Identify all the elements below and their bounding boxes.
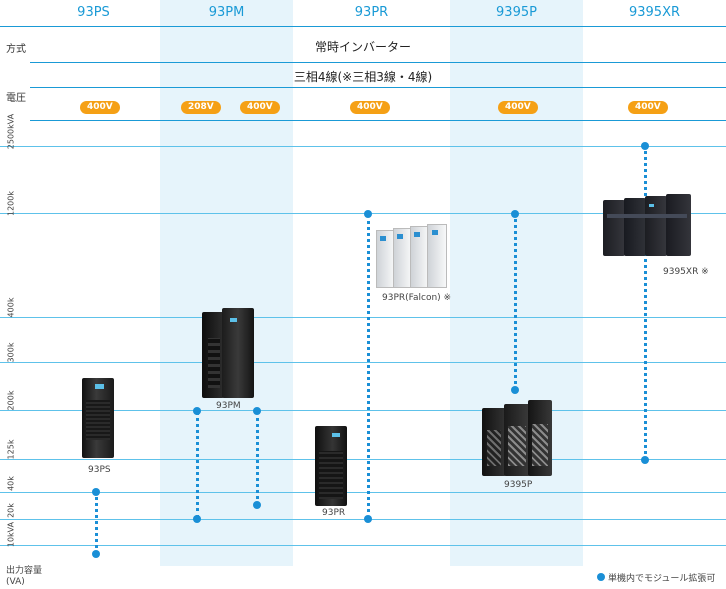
voltage-divider — [30, 120, 726, 121]
range-dot-93pm-400-bottom — [253, 501, 261, 509]
y-label-125k: 125k — [6, 439, 16, 460]
method-label: 方式 — [6, 44, 26, 55]
header-divider — [0, 26, 726, 27]
range-dot-93pr-top — [364, 210, 372, 218]
voltage-badge-93ps: 400V — [80, 101, 120, 114]
range-line-93ps — [94, 492, 98, 554]
range-line-93pr — [366, 214, 370, 519]
y-label-1200k: 1200k — [6, 191, 16, 216]
range-dot-93pm-400-top — [253, 407, 261, 415]
product-label-9395xr: 9395XR ※ — [663, 267, 709, 277]
column-header-9395xr: 9395XR — [628, 5, 681, 20]
y-label-10k: 10kVA — [6, 521, 16, 548]
wiring-divider — [30, 87, 726, 88]
voltage-label: 電圧 — [6, 93, 26, 104]
y-label-300k: 300k — [6, 342, 16, 363]
range-line-9395xr — [643, 146, 647, 460]
column-header-93pr: 93PR — [354, 5, 389, 20]
product-label-93pm: 93PM — [216, 401, 241, 411]
method-divider — [30, 62, 726, 63]
range-dot-93pm-208-bottom — [193, 515, 201, 523]
product-label-93pr: 93PR — [322, 508, 346, 518]
voltage-badge-93pr: 400V — [350, 101, 390, 114]
column-header-93ps: 93PS — [77, 5, 110, 20]
voltage-badge-9395p: 400V — [498, 101, 538, 114]
legend-text: 単機内でモジュール拡張可 — [608, 574, 716, 584]
method-value: 常時インバーター — [314, 40, 411, 54]
y-label-2500k: 2500kVA — [6, 113, 16, 150]
y-label-200k: 200k — [6, 390, 16, 411]
range-dot-93pm-208-top — [193, 407, 201, 415]
product-label-93pr-falcon: 93PR(Falcon) ※ — [382, 293, 452, 303]
column-highlight-93pm — [160, 0, 293, 566]
product-image-9395p — [482, 400, 552, 476]
wiring-value: 三相4線(※三相3線・4線) — [293, 70, 433, 84]
y-label-40k: 40k — [6, 476, 16, 491]
y-axis-title: 出力容量(VA) — [6, 566, 43, 587]
product-label-9395p: 9395P — [504, 480, 533, 490]
column-header-93pm: 93PM — [208, 5, 245, 20]
grid-line-40k — [0, 492, 726, 493]
product-image-93ps — [82, 378, 114, 458]
column-header-9395p: 9395P — [496, 5, 537, 20]
grid-line-10k — [0, 545, 726, 546]
grid-line-200k — [0, 410, 726, 411]
voltage-badge-9395xr: 400V — [628, 101, 668, 114]
voltage-badge-93pm-208: 208V — [181, 101, 221, 114]
range-dot-9395p-top — [511, 210, 519, 218]
y-label-400k: 400k — [6, 297, 16, 318]
range-dot-9395xr-bottom — [641, 456, 649, 464]
product-image-93pm — [202, 308, 254, 398]
grid-line-400k — [0, 317, 726, 318]
product-image-93pr-falcon — [376, 224, 447, 288]
range-dot-93pr-bottom — [364, 515, 372, 523]
voltage-badge-93pm-400: 400V — [240, 101, 280, 114]
legend-dot-icon — [597, 573, 605, 581]
range-dot-9395xr-top — [641, 142, 649, 150]
grid-line-1200k — [0, 213, 726, 214]
range-line-93pm-400 — [255, 411, 259, 505]
range-dot-93ps-bottom — [92, 550, 100, 558]
product-image-93pr — [315, 426, 347, 506]
product-image-9395xr — [603, 194, 691, 256]
range-dot-9395p-bottom — [511, 386, 519, 394]
range-line-9395p — [513, 214, 517, 390]
range-line-93pm-208 — [195, 411, 199, 519]
grid-line-2500k — [0, 146, 726, 147]
range-dot-93ps-top — [92, 488, 100, 496]
grid-line-125k — [0, 459, 726, 460]
grid-line-20k — [0, 519, 726, 520]
grid-line-300k — [0, 362, 726, 363]
product-label-93ps: 93PS — [88, 465, 111, 475]
